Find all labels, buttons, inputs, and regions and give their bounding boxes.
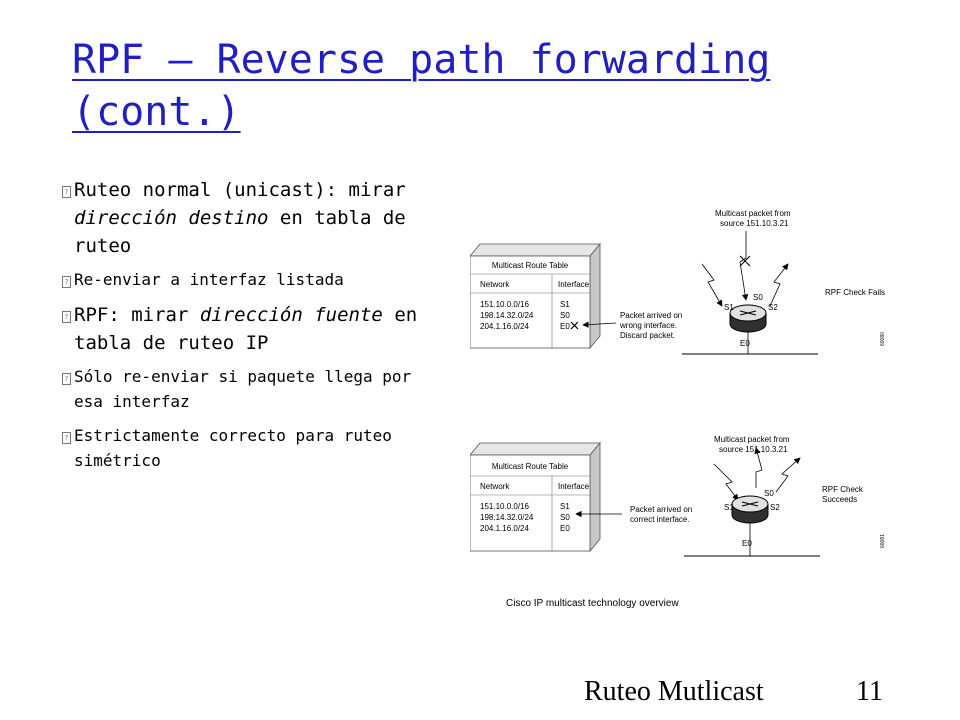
slide-title: RPF – Reverse path forwarding (cont.) — [72, 37, 771, 135]
route-table-box: Multicast Route Table Network Interface … — [470, 242, 601, 350]
bullet-marker-icon: ? — [62, 276, 71, 288]
bullet-marker-icon: ? — [62, 186, 71, 198]
port-label: S1 — [724, 303, 734, 312]
arrival-note: Packet arrived on — [620, 311, 682, 320]
bullet-marker-icon: ? — [62, 432, 71, 444]
network-cell: 204.1.16.0/24 — [480, 524, 529, 533]
packet-label: source 151.10.3.21 — [720, 219, 789, 228]
port-label: S0 — [764, 489, 774, 498]
footer-text: Ruteo Mutlicast — [584, 676, 764, 707]
router-icon — [731, 495, 769, 524]
interface-cell: S1 — [560, 502, 570, 511]
route-table-box: Multicast Route Table Network Interface … — [470, 441, 601, 553]
interface-cell: S1 — [560, 300, 570, 309]
network-cell: 151.10.0.0/16 — [480, 502, 529, 511]
x-mark-icon — [739, 255, 751, 267]
port-label: S1 — [724, 503, 734, 512]
bullet-marker-icon: ? — [62, 373, 71, 385]
bullet-list: ? Ruteo normal (unicast): mirar direcció… — [62, 176, 442, 482]
bullet-simetrico: ? Estrictamente correcto para ruteo simé… — [62, 423, 442, 473]
arrival-note: wrong interface. — [619, 321, 677, 330]
x-mark-icon — [570, 321, 579, 330]
port-label: E0 — [742, 539, 752, 548]
figure-id: 60081 — [880, 534, 886, 548]
bullet-solo: ? Sólo re-enviar si paquete llega por es… — [62, 364, 442, 414]
network-cell: 198.14.32.0/24 — [480, 513, 534, 522]
rpf-result: RPF Check Fails — [825, 288, 885, 297]
interface-cell: E0 — [560, 322, 570, 331]
bullet-rpf: ? RPF: mirar dirección fuente en tabla d… — [62, 301, 442, 357]
network-cell: 198.14.32.0/24 — [480, 311, 534, 320]
route-table-title: Multicast Route Table — [492, 462, 569, 471]
rpf-result: RPF Check — [822, 485, 864, 494]
bullet-unicast: ? Ruteo normal (unicast): mirar direcció… — [62, 176, 442, 260]
rpf-result: Succeeds — [822, 495, 857, 504]
arrival-note: Packet arrived on — [630, 505, 692, 514]
arrival-note: correct interface. — [630, 515, 690, 524]
diagram-rpf-success: Multicast Route Table Network Interface … — [470, 435, 886, 557]
diagram-rpf-fail: Multicast Route Table Network Interface … — [470, 209, 886, 355]
port-label: S2 — [770, 503, 780, 512]
network-cell: 204.1.16.0/24 — [480, 322, 529, 331]
page-number: 11 — [856, 676, 883, 707]
network-cell: 151.10.0.0/16 — [480, 300, 529, 309]
packet-label: source 151.10.3.21 — [719, 445, 788, 454]
interface-header: Interface — [558, 280, 590, 289]
interface-header: Interface — [558, 482, 590, 491]
figure-id: 60080 — [880, 332, 886, 346]
port-label: E0 — [740, 339, 750, 348]
rpf-diagram: Multicast Route Table Network Interface … — [470, 209, 886, 557]
network-header: Network — [480, 482, 510, 491]
bullet-reenviar: ? Re-enviar a interfaz listada — [62, 267, 442, 292]
packet-label: Multicast packet from — [714, 435, 790, 444]
port-label: S2 — [768, 303, 778, 312]
network-header: Network — [480, 280, 510, 289]
router-icon — [729, 304, 767, 333]
interface-cell: E0 — [560, 524, 570, 533]
packet-label: Multicast packet from — [715, 209, 791, 218]
arrival-note: Discard packet. — [620, 331, 675, 340]
bullet-marker-icon: ? — [62, 311, 71, 323]
figure-caption: Cisco IP multicast technology overview — [506, 598, 679, 609]
interface-cell: S0 — [560, 513, 570, 522]
interface-cell: S0 — [560, 311, 570, 320]
route-table-title: Multicast Route Table — [492, 261, 569, 270]
port-label: S0 — [753, 293, 763, 302]
